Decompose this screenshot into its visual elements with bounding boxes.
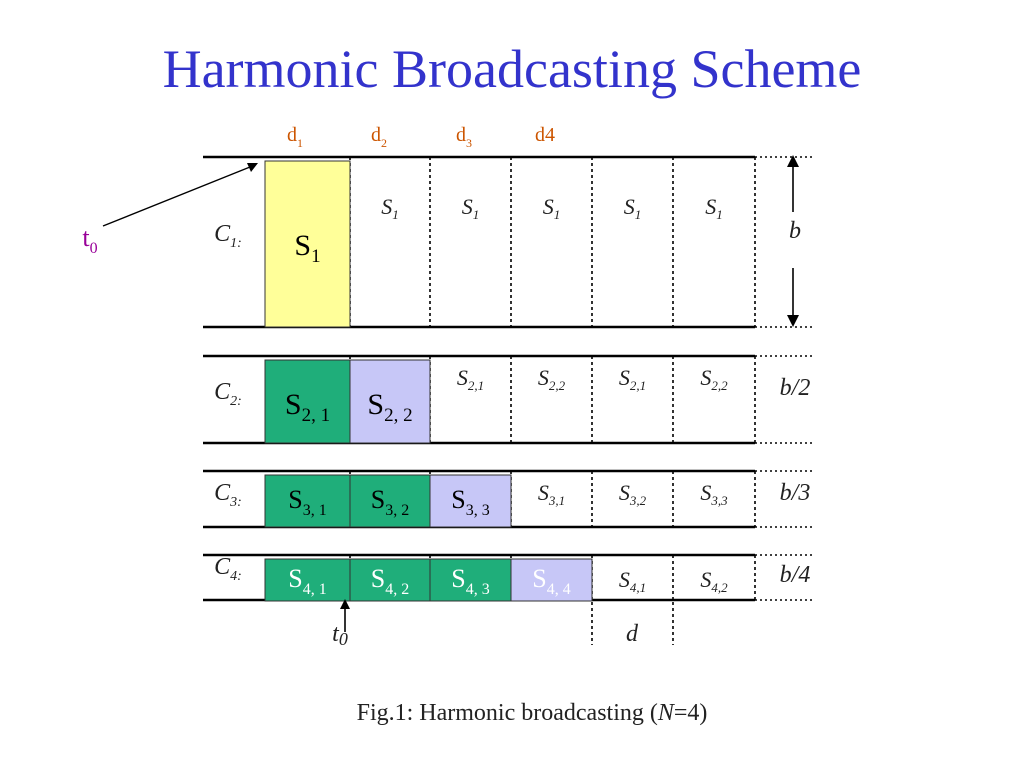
segment-box-label: S4, 2 xyxy=(371,564,409,598)
segment-repeat-label: S3,1 xyxy=(538,480,565,508)
segment-box xyxy=(264,474,351,528)
caption-suffix: =4) xyxy=(673,700,708,726)
channel-2: C2: S2, 1 S2, 2 S2,1 S2,2 S2,1 S2,2 b/2 xyxy=(203,354,815,445)
segment-repeat-label: S1 xyxy=(624,194,642,222)
segment-repeat-label: S3,3 xyxy=(700,480,728,508)
segment-repeat-label: S2,1 xyxy=(619,365,646,393)
channel-label: C2: xyxy=(214,379,242,409)
channel-label: C1: xyxy=(214,221,242,251)
t0-arrow xyxy=(102,166,251,227)
segment-repeat-label: S1 xyxy=(462,194,480,222)
t0-arrowhead xyxy=(247,163,258,172)
channel-4: C4: S4, 1 S4, 2 S4, 3 S4, 4 S4,1 S4,2 b/4 xyxy=(203,553,815,602)
d-label-2: d2 xyxy=(371,124,387,150)
segment-box xyxy=(264,359,351,444)
b-arrowhead-down xyxy=(787,315,799,327)
d-label-4: d4 xyxy=(535,124,555,146)
slide-title: Harmonic Broadcasting Scheme xyxy=(162,39,862,99)
t0-label: t0 xyxy=(82,223,97,257)
d-bottom-label: d xyxy=(626,621,639,647)
segment-repeat-label: S2,2 xyxy=(700,365,728,393)
segment-box xyxy=(349,558,431,602)
channel-label: C4: xyxy=(214,554,242,584)
b-arrowhead-up xyxy=(787,155,799,167)
segment-box-label: S3, 1 xyxy=(288,485,326,519)
segment-box-label: S2, 2 xyxy=(367,388,412,426)
segment-box xyxy=(429,474,512,528)
segment-repeat-label: S4,1 xyxy=(619,567,646,595)
segment-repeat-label: S4,2 xyxy=(700,567,728,595)
t0-bottom-arrowhead xyxy=(340,599,350,609)
segment-repeat-label: S1 xyxy=(705,194,723,222)
segment-box-label: S3, 3 xyxy=(451,485,489,519)
segment-repeat-label: S2,1 xyxy=(457,365,484,393)
t0-bottom-label: t0 xyxy=(332,621,348,649)
segment-box xyxy=(264,160,351,328)
segment-repeat-label: S3,2 xyxy=(619,480,647,508)
segment-box-label: S3, 2 xyxy=(371,485,409,519)
segment-box xyxy=(349,474,431,528)
segment-repeat-label: S2,2 xyxy=(538,365,566,393)
segment-box xyxy=(429,558,512,602)
d-label-3: d3 xyxy=(456,124,472,150)
segment-box-label: S1 xyxy=(294,229,320,267)
caption-prefix: Fig.1: Harmonic broadcasting ( xyxy=(356,700,658,726)
segment-repeat-label: S1 xyxy=(543,194,561,222)
bandwidth-label: b xyxy=(789,218,801,244)
d-label-1: d1 xyxy=(287,124,303,150)
caption-italic: N xyxy=(657,700,674,726)
segment-box xyxy=(349,359,431,444)
segment-box xyxy=(264,558,351,602)
segment-repeat-label: S1 xyxy=(381,194,399,222)
segment-box-label: S4, 4 xyxy=(532,564,570,598)
segment-box-label: S2, 1 xyxy=(285,388,330,426)
bandwidth-label: b/3 xyxy=(780,480,811,506)
segment-box-label: S4, 3 xyxy=(451,564,489,598)
channel-3: C3: S3, 1 S3, 2 S3, 3 S3,1 S3,2 S3,3 b/3 xyxy=(203,469,815,529)
bandwidth-label: b/2 xyxy=(780,375,811,401)
segment-box xyxy=(510,558,593,602)
segment-box-label: S4, 1 xyxy=(288,564,326,598)
bandwidth-label: b/4 xyxy=(780,562,811,588)
channel-label: C3: xyxy=(214,480,242,510)
figure-caption: Fig.1: Harmonic broadcasting (N=4) xyxy=(0,700,1024,727)
